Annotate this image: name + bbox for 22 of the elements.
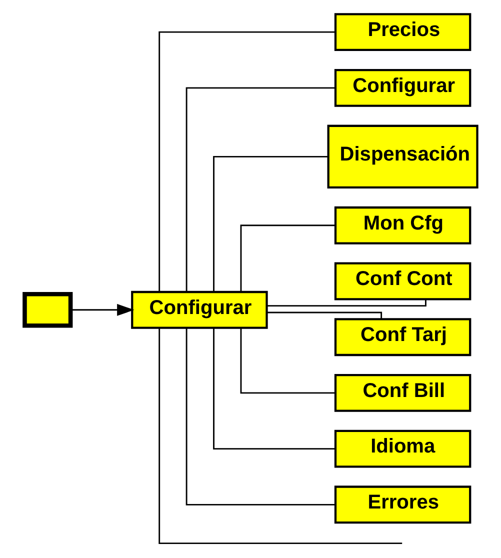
node-box: Errores [334, 486, 471, 524]
connector [185, 87, 334, 292]
node-box: Precios [334, 13, 471, 52]
node-box: Conf Cont [334, 262, 471, 300]
connector [158, 31, 334, 292]
node-box: Configurar [334, 68, 471, 107]
connector [185, 328, 334, 506]
node-box: Configurar [130, 290, 268, 329]
connector [240, 224, 335, 292]
connector [212, 156, 328, 292]
node-box: Idioma [334, 430, 471, 468]
node-box: Conf Bill [334, 374, 471, 412]
connector [158, 328, 402, 544]
connector [212, 328, 335, 450]
node-box [22, 292, 72, 328]
arrow [70, 304, 134, 316]
node-box: Mon Cfg [334, 206, 471, 244]
node-box: Dispensación [326, 124, 478, 189]
node-box: Conf Tarj [334, 318, 471, 356]
connector [240, 328, 335, 394]
connector [266, 312, 382, 319]
connector [266, 300, 426, 307]
